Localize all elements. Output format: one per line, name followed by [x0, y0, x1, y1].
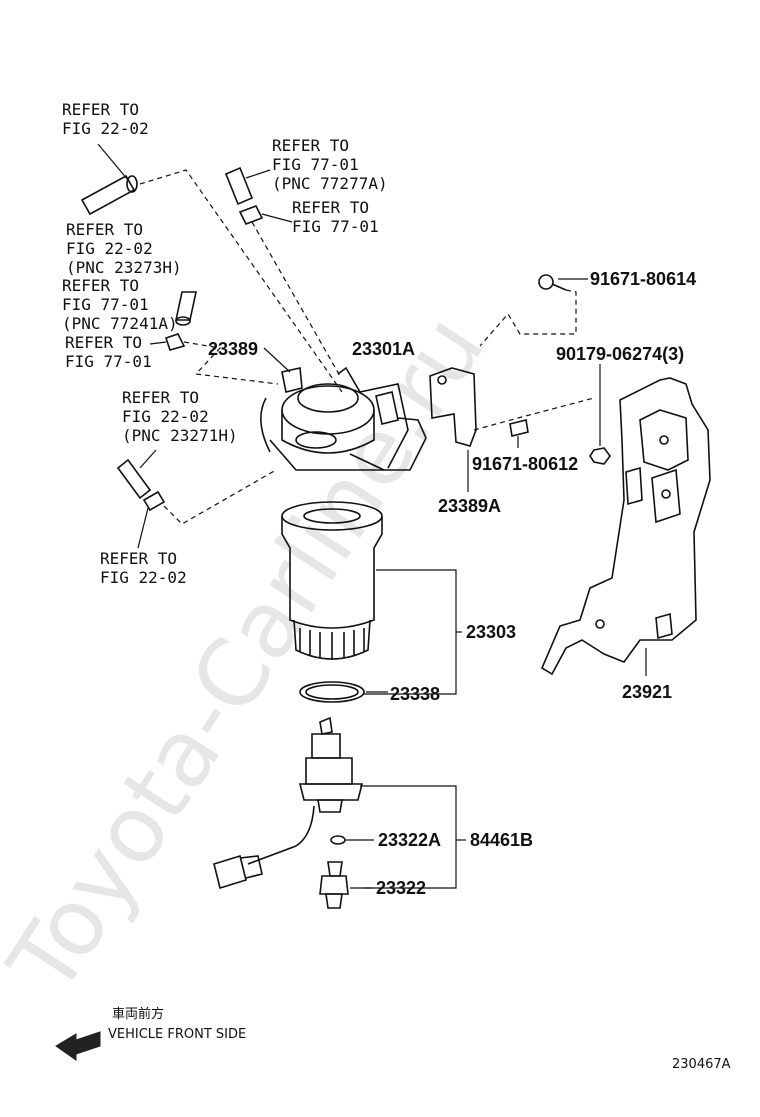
svg-text:FIG 77-01: FIG 77-01 — [292, 217, 379, 236]
svg-text:(PNC 77277A): (PNC 77277A) — [272, 174, 388, 193]
label-91671-80612: 91671-80612 — [472, 454, 578, 474]
svg-text:FIG 77-01: FIG 77-01 — [65, 352, 152, 371]
svg-text:REFER TO: REFER TO — [62, 100, 139, 119]
svg-text:FIG 22-02: FIG 22-02 — [66, 239, 153, 258]
svg-text:REFER TO: REFER TO — [292, 198, 369, 217]
svg-text:FIG 22-02: FIG 22-02 — [122, 407, 209, 426]
direction-japanese: 車両前方 — [112, 1006, 164, 1022]
label-23389: 23389 — [208, 339, 258, 359]
label-23322a: 23322A — [378, 830, 441, 850]
bolt-91671-80612 — [509, 419, 529, 448]
nut-90179-06274 — [589, 364, 611, 465]
svg-text:FIG 22-02: FIG 22-02 — [62, 119, 149, 138]
reference-refer-22-02-top: REFER TO FIG 22-02 — [62, 100, 149, 138]
svg-text:(PNC 23271H): (PNC 23271H) — [122, 426, 238, 445]
figure-code: 230467A — [672, 1057, 731, 1072]
label-91671-80614: 91671-80614 — [590, 269, 696, 289]
reference-refer-77-01-pnc-77277a: REFER TO FIG 77-01 (PNC 77277A) — [272, 136, 388, 193]
reference-refer-22-02-pnc-23271h: REFER TO FIG 22-02 (PNC 23271H) — [122, 388, 238, 445]
label-23389a: 23389A — [438, 496, 501, 516]
reference-refer-22-02-pnc-23273h: REFER TO FIG 22-02 (PNC 23273H) — [66, 220, 182, 277]
svg-text:REFER TO: REFER TO — [100, 549, 177, 568]
water-sensor-84461b — [213, 716, 466, 890]
svg-text:REFER TO: REFER TO — [65, 333, 142, 352]
o-ring-23338 — [299, 681, 365, 703]
bracket-23921 — [540, 377, 711, 676]
hose-upper-center — [224, 166, 341, 377]
bracket-23389a — [429, 367, 595, 492]
fuel-filter-element-23303 — [281, 501, 462, 695]
reference-refer-22-02-bottom: REFER TO FIG 22-02 — [100, 549, 187, 587]
hose-clamp-upper-left — [80, 143, 343, 393]
drain-plug-23322 — [319, 861, 349, 909]
watermark: Toyota-Carline.ru — [0, 297, 505, 1013]
reference-refer-77-01-upper: REFER TO FIG 77-01 — [292, 198, 379, 236]
svg-text:FIG 77-01: FIG 77-01 — [62, 295, 149, 314]
svg-text:REFER TO: REFER TO — [272, 136, 349, 155]
reference-refer-77-01-pnc-77241a: REFER TO FIG 77-01 (PNC 77241A) — [62, 276, 178, 333]
hose-left-lower — [116, 449, 277, 549]
svg-text:(PNC 77241A): (PNC 77241A) — [62, 314, 178, 333]
vehicle-front-direction: 車両前方 VEHICLE FRONT SIDE — [55, 1006, 246, 1061]
svg-text:REFER TO: REFER TO — [62, 276, 139, 295]
gasket-23322a — [330, 835, 346, 845]
bracket-23389 — [263, 347, 303, 393]
label-23921: 23921 — [622, 682, 672, 702]
fuel-filter-head-23301a — [260, 366, 427, 471]
reference-refer-77-01-lower: REFER TO FIG 77-01 — [65, 333, 152, 371]
svg-text:REFER TO: REFER TO — [122, 388, 199, 407]
svg-text:(PNC 23273H): (PNC 23273H) — [66, 258, 182, 277]
bolt-91671-80614 — [479, 274, 588, 347]
label-90179-06274: 90179-06274(3) — [556, 344, 684, 364]
label-23322: 23322 — [376, 878, 426, 898]
label-23301a: 23301A — [352, 339, 415, 359]
label-23338: 23338 — [390, 684, 440, 704]
hose-left-middle — [149, 291, 279, 385]
svg-text:FIG 77-01: FIG 77-01 — [272, 155, 359, 174]
direction-english: VEHICLE FRONT SIDE — [108, 1027, 246, 1042]
label-23303: 23303 — [466, 622, 516, 642]
arrow-left-icon — [55, 1031, 101, 1061]
svg-text:FIG 22-02: FIG 22-02 — [100, 568, 187, 587]
label-84461b: 84461B — [470, 830, 533, 850]
svg-text:REFER TO: REFER TO — [66, 220, 143, 239]
